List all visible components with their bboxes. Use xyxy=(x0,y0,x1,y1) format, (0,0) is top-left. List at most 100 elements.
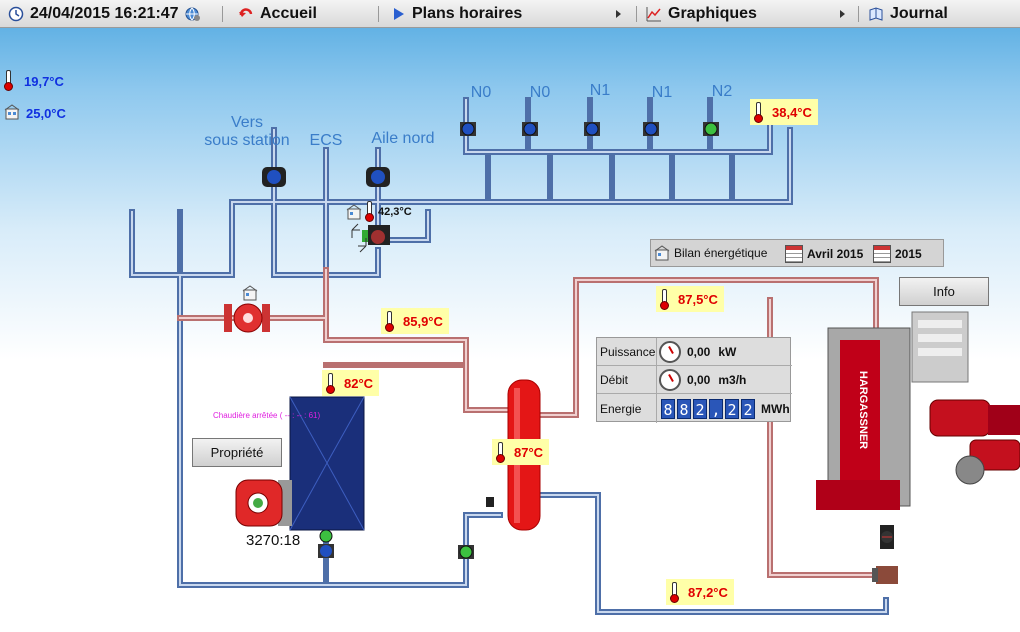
pump-boiler-return[interactable] xyxy=(318,529,334,558)
calendar-month-icon xyxy=(785,245,803,263)
building-sensor-icon xyxy=(346,204,362,220)
pump-n2[interactable] xyxy=(703,122,719,136)
boiler-hour-counter: 3270:18 xyxy=(246,532,301,549)
bilan-year-button[interactable]: 2015 xyxy=(873,245,922,263)
temp-buffer-value: 87°C xyxy=(514,444,544,460)
book-icon xyxy=(869,7,883,21)
label-ecs: ECS xyxy=(309,132,343,149)
calendar-year-icon xyxy=(873,245,891,263)
nav-graphiques[interactable]: Graphiques xyxy=(646,3,757,25)
temp-primary-flow[interactable]: 85,9°C xyxy=(381,308,449,334)
energy-counter-display: 8 8 2 , 2 2 xyxy=(661,398,757,419)
thermometer-icon xyxy=(496,442,505,463)
label-aile-nord: Aile nord xyxy=(371,130,435,147)
pump-n1-b[interactable] xyxy=(643,122,659,136)
separator xyxy=(378,6,379,22)
energy-balance-bar: Bilan énergétique Avril 2015 2015 xyxy=(650,239,944,267)
row-puissance: Puissance 0,00 kW xyxy=(597,338,792,366)
puissance-unit: kW xyxy=(718,344,737,359)
metering-panel: Puissance 0,00 kW Débit 0,00 m3/h Energi… xyxy=(596,337,792,423)
pump-biomass[interactable] xyxy=(880,525,894,549)
temp-mix-value: 42,3°C xyxy=(378,206,412,218)
submenu-arrow-icon xyxy=(616,10,621,18)
building-sensor-icon xyxy=(4,104,20,120)
valve-biomass[interactable] xyxy=(872,566,898,584)
outdoor-temp-1: 19,7°C xyxy=(4,70,74,92)
thermometer-icon xyxy=(326,373,335,394)
thermometer-icon xyxy=(365,201,375,223)
pump-sous-station[interactable] xyxy=(262,167,286,187)
outdoor-temp-2-value: 25,0°C xyxy=(26,106,66,121)
separator xyxy=(858,6,859,22)
thermometer-icon xyxy=(754,102,763,123)
globe-settings-icon[interactable] xyxy=(185,6,201,22)
bilan-month-label: Avril 2015 xyxy=(807,247,864,261)
temp-mix: 42,3°C xyxy=(346,200,412,224)
propriete-button[interactable]: Propriété xyxy=(192,438,282,467)
mixing-valve[interactable] xyxy=(362,225,390,245)
pump-n0-a[interactable] xyxy=(460,122,476,136)
temp-boiler[interactable]: 82°C xyxy=(322,370,380,396)
nav-journal[interactable]: Journal xyxy=(868,3,948,25)
top-navigation-bar: 24/04/2015 16:21:47 Accueil Plans horair… xyxy=(0,0,1020,28)
bilan-month-button[interactable]: Avril 2015 xyxy=(785,245,863,263)
energy-digit: 2 xyxy=(725,398,739,419)
puissance-label: Puissance xyxy=(597,338,657,365)
boiler-status-text: Chaudière arrêtée ( -- : -- : 61) xyxy=(213,411,321,420)
nav-graphiques-label: Graphiques xyxy=(668,5,757,22)
gauge-icon xyxy=(659,368,681,391)
pump-n0-b[interactable] xyxy=(522,122,538,136)
pump-primary-red[interactable] xyxy=(224,303,270,333)
temp-biomass-flow[interactable]: 87,5°C xyxy=(656,286,724,312)
bilan-year-label: 2015 xyxy=(895,247,922,261)
clock-icon xyxy=(8,6,24,22)
building-sensor-icon xyxy=(654,245,670,261)
energy-digit: , xyxy=(709,398,723,419)
temp-boiler-value: 82°C xyxy=(344,375,374,391)
energy-digit: 8 xyxy=(661,398,675,419)
energy-digit: 8 xyxy=(677,398,691,419)
thermometer-icon xyxy=(660,289,669,310)
label-n1-b: N1 xyxy=(651,84,673,101)
chart-icon xyxy=(646,7,661,22)
row-debit: Débit 0,00 m3/h xyxy=(597,366,792,394)
separator xyxy=(222,6,223,22)
outdoor-temp-2: 25,0°C xyxy=(4,104,74,124)
outdoor-temp-1-value: 19,7°C xyxy=(24,74,64,89)
gauge-icon xyxy=(659,340,681,363)
label-n0-a: N0 xyxy=(470,84,492,101)
info-button[interactable]: Info xyxy=(899,277,989,306)
energie-unit: MWh xyxy=(761,401,790,416)
pump-buffer-return[interactable] xyxy=(458,545,474,559)
energy-digit: 2 xyxy=(693,398,707,419)
nav-plans-horaires[interactable]: Plans horaires xyxy=(390,3,522,25)
puissance-value: 0,00 xyxy=(687,344,711,359)
debit-value: 0,00 xyxy=(687,372,711,387)
thermometer-icon xyxy=(385,311,394,332)
datetime-text: 24/04/2015 16:21:47 xyxy=(30,5,179,22)
debit-label: Débit xyxy=(597,366,657,393)
thermometer-icon xyxy=(4,70,13,91)
energie-label: Energie xyxy=(597,394,657,423)
temp-n2[interactable]: 38,4°C xyxy=(750,99,818,125)
bilan-energetique-button[interactable]: Bilan énergétique xyxy=(654,245,767,261)
pump-n1-a[interactable] xyxy=(584,122,600,136)
building-sensor-icon xyxy=(242,285,258,301)
pump-aile-nord[interactable] xyxy=(366,167,390,187)
valve-direction-icon xyxy=(351,223,367,253)
label-n0-b: N0 xyxy=(529,84,551,101)
nav-accueil-label: Accueil xyxy=(260,5,317,22)
row-energie: Energie 8 8 2 , 2 2 MWh xyxy=(597,394,792,423)
separator xyxy=(636,6,637,22)
datetime-display: 24/04/2015 16:21:47 xyxy=(8,3,201,25)
biomass-boiler: HARGASSNER xyxy=(816,311,1020,510)
temp-biomass-return[interactable]: 87,2°C xyxy=(666,579,734,605)
temp-buffer[interactable]: 87°C xyxy=(492,439,550,465)
nav-accueil[interactable]: Accueil xyxy=(238,3,317,25)
thermometer-icon xyxy=(670,582,679,603)
debit-unit: m3/h xyxy=(718,372,747,387)
boiler-brand-label: HARGASSNER xyxy=(857,371,869,449)
label-vers-sous-station: Vers sous station xyxy=(204,114,290,149)
